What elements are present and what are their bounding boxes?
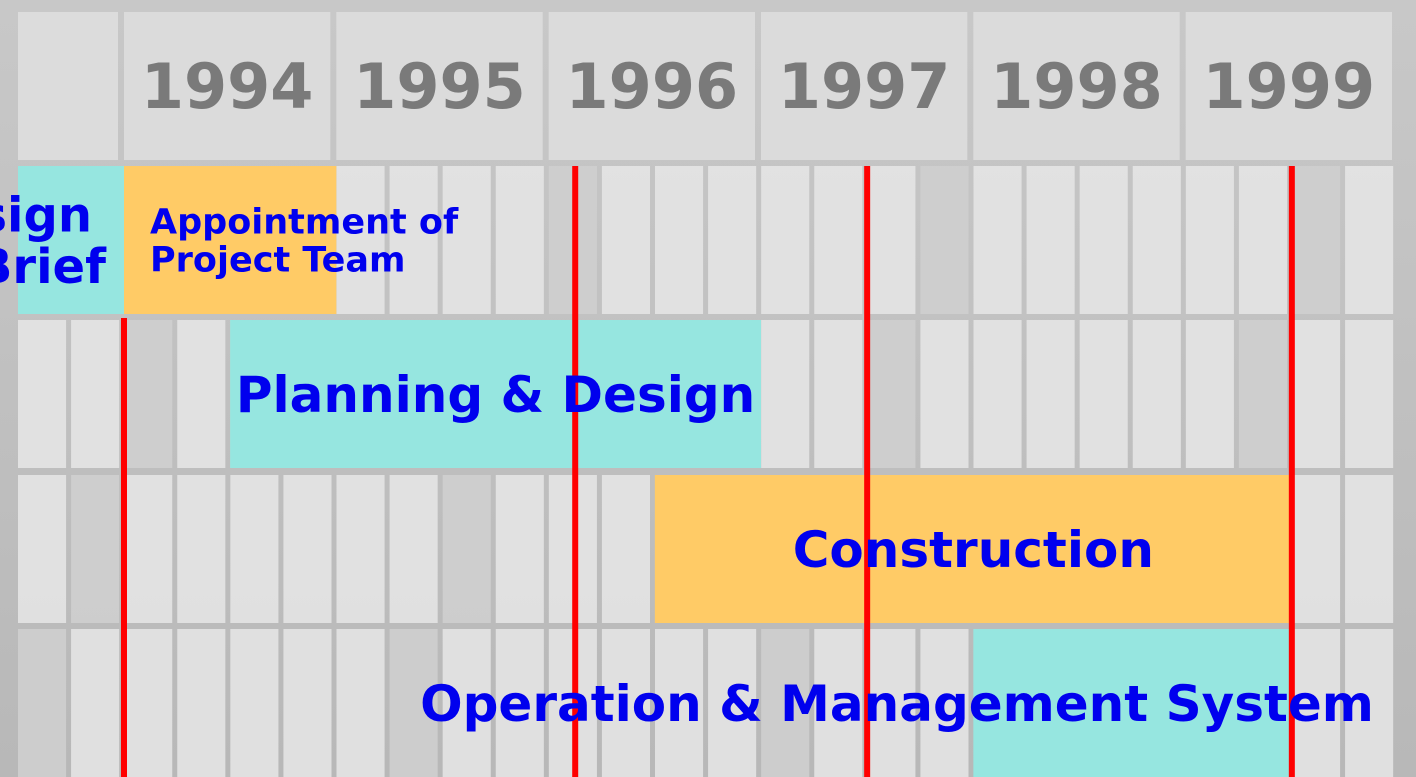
task-label: Appointment of: [150, 203, 459, 243]
grid-cell: [495, 166, 544, 314]
grid-cell: [708, 166, 757, 314]
grid-cell: [1185, 320, 1234, 468]
grid-cell: [601, 475, 650, 623]
grid-cell: [389, 475, 438, 623]
grid-cell: [1026, 166, 1075, 314]
header-cell-1998: [973, 12, 1180, 160]
grid-cell: [814, 320, 863, 468]
year-label-1999: 1999: [1203, 50, 1376, 123]
grid-cell: [495, 629, 544, 777]
grid-cell: [177, 320, 226, 468]
year-label-1994: 1994: [141, 50, 314, 123]
task-bar-4: [973, 629, 1292, 777]
grid-cell: [124, 629, 173, 777]
task-label: Design: [0, 187, 92, 243]
grid-cell: [655, 166, 704, 314]
task-label: Operation & Management System: [420, 675, 1374, 733]
grid-cell: [177, 629, 226, 777]
grid-cell: [867, 629, 916, 777]
grid-cell: [283, 475, 332, 623]
grid-cell: [336, 475, 385, 623]
grid-cell: [1345, 166, 1394, 314]
task-label: Brief: [0, 239, 107, 295]
grid-cell: [1345, 629, 1394, 777]
grid-cell: [867, 320, 916, 468]
grid-cell: [1345, 320, 1394, 468]
grid-cell: [71, 320, 120, 468]
grid-cell: [1185, 166, 1234, 314]
grid-cell: [973, 320, 1022, 468]
header-cell-1999: [1185, 12, 1392, 160]
task-bar-0: [18, 166, 124, 314]
grid-cell: [71, 475, 120, 623]
header-cell-1997: [761, 12, 968, 160]
task-label: Project Team: [150, 241, 405, 281]
grid-cell: [1238, 320, 1287, 468]
year-label-1996: 1996: [566, 50, 739, 123]
grid-cell: [601, 629, 650, 777]
grid-cell: [177, 475, 226, 623]
header-cell-1994: [124, 12, 331, 160]
grid-cell: [1026, 320, 1075, 468]
grid-cell: [1292, 629, 1341, 777]
header-cell-1996: [548, 12, 755, 160]
year-label-1997: 1997: [778, 50, 951, 123]
grid-cell: [1079, 320, 1128, 468]
task-label: Planning & Design: [236, 366, 755, 424]
grid-cell: [283, 629, 332, 777]
grid-cell: [18, 629, 67, 777]
grid-cell: [761, 629, 810, 777]
grid-cell: [1132, 320, 1181, 468]
grid-cell: [973, 166, 1022, 314]
grid-cell: [1132, 166, 1181, 314]
grid-cell: [761, 320, 810, 468]
year-label-1995: 1995: [353, 50, 526, 123]
grid-cell: [336, 166, 385, 314]
milestone-lines: [121, 166, 1295, 777]
year-headers: 1994 1995 1996 1997 1998 1999: [141, 50, 1375, 123]
grid-cell: [495, 475, 544, 623]
header-cell-1995: [336, 12, 543, 160]
grid-cell: [230, 629, 279, 777]
grid-cell: [18, 475, 67, 623]
grid-cell: [601, 166, 650, 314]
grid-cell: [1292, 166, 1341, 314]
grid-cell: [230, 475, 279, 623]
grid-cell: [1292, 475, 1341, 623]
grid-cell: [336, 629, 385, 777]
grid-cell: [814, 629, 863, 777]
grid-cell: [1238, 166, 1287, 314]
grid-cell: [442, 475, 491, 623]
grid-cell: [655, 629, 704, 777]
grid-cell: [442, 166, 491, 314]
year-label-1998: 1998: [990, 50, 1163, 123]
grid-cell: [761, 166, 810, 314]
task-bars: [18, 166, 1292, 777]
grid-cell: [920, 166, 969, 314]
grid-cell: [389, 166, 438, 314]
grid-cell: [124, 475, 173, 623]
grid-cell: [920, 629, 969, 777]
grid-cell: [389, 629, 438, 777]
header-blank-cell: [18, 12, 118, 160]
task-bar-2: [230, 320, 761, 468]
grid-cell: [814, 166, 863, 314]
grid-cell: [920, 320, 969, 468]
grid-cell: [124, 320, 173, 468]
grid-cell: [71, 629, 120, 777]
grid-cell: [708, 629, 757, 777]
task-bar-1: [124, 166, 337, 314]
grid-cell: [867, 166, 916, 314]
grid-cell: [18, 320, 67, 468]
grid-cell: [1079, 166, 1128, 314]
grid-cell: [442, 629, 491, 777]
grid-cell: [1345, 475, 1394, 623]
grid-cell: [1292, 320, 1341, 468]
task-bar-3: [654, 475, 1292, 623]
task-label: Construction: [793, 521, 1154, 579]
